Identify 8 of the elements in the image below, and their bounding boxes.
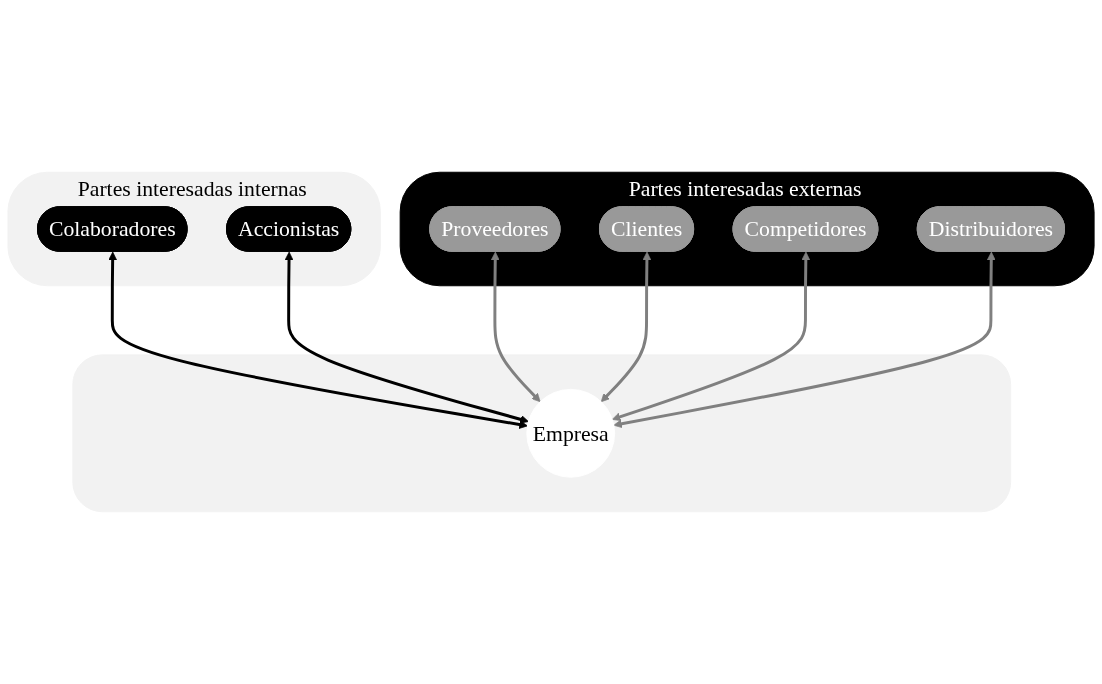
arrow bbox=[284, 251, 529, 424]
arrow bbox=[600, 251, 652, 403]
arrow bbox=[108, 251, 528, 429]
arrow bbox=[613, 251, 996, 429]
node-circle: Empresa bbox=[526, 388, 616, 478]
arrow bbox=[611, 251, 811, 421]
cluster bbox=[72, 354, 1012, 513]
arrow bbox=[490, 251, 541, 403]
